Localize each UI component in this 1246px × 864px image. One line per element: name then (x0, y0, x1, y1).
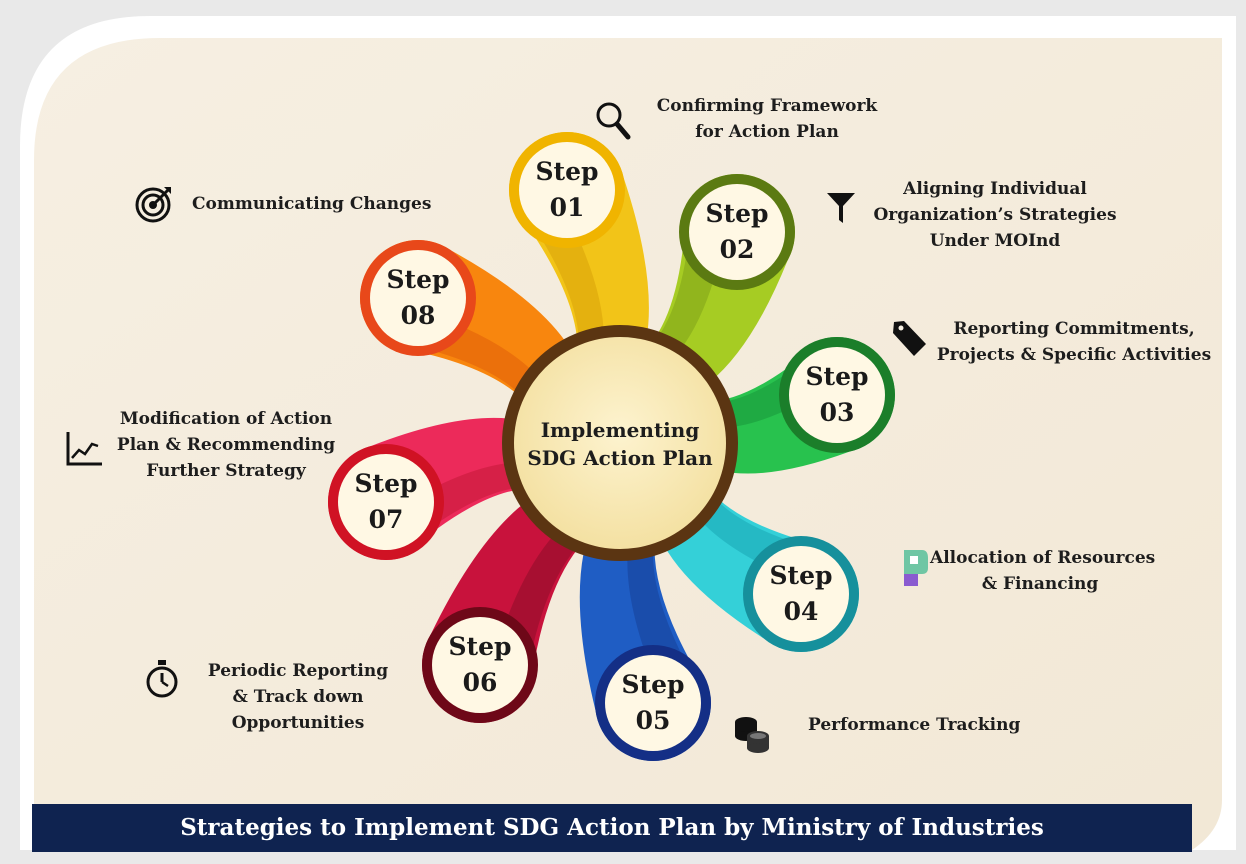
step-number-05: 05 (635, 706, 671, 735)
step-badge-03: Step 03 (787, 359, 887, 431)
step-circle-01 (519, 142, 615, 238)
step-word-07: Step (354, 469, 418, 498)
step-number-01: 01 (549, 193, 585, 222)
step-circle-07 (338, 454, 434, 550)
step-06-label: Periodic Reporting & Track down Opportun… (207, 661, 389, 733)
footer-banner: Strategies to Implement SDG Action Plan … (32, 804, 1192, 852)
step-word-02: Step (705, 199, 769, 228)
step-number-04: 04 (783, 597, 819, 626)
step-circle-02 (689, 184, 785, 280)
step-08-label: Communicating Changes (192, 194, 432, 214)
step-05-label: Performance Tracking (808, 715, 1021, 735)
step-number-02: 02 (719, 235, 755, 264)
step-word-03: Step (805, 362, 869, 391)
step-number-03: 03 (819, 398, 855, 427)
step-badge-08: Step 08 (368, 262, 468, 334)
step-badge-05: Step 05 (603, 667, 703, 739)
step-03-label: Reporting Commitments, Projects & Specif… (936, 319, 1212, 365)
step-badge-04: Step 04 (751, 558, 851, 630)
step-word-06: Step (448, 632, 512, 661)
step-number-07: 07 (368, 505, 404, 534)
center-title: Implementing SDG Action Plan (512, 416, 728, 472)
step-02-label: Aligning Individual Organization’s Strat… (873, 179, 1117, 251)
coins-icon (735, 717, 769, 753)
step-word-01: Step (535, 157, 599, 186)
step-circle-06 (432, 617, 528, 713)
step-badge-07: Step 07 (336, 466, 436, 538)
step-word-08: Step (386, 265, 450, 294)
step-01-label: Confirming Framework for Action Plan (656, 96, 878, 142)
step-badge-06: Step 06 (430, 629, 530, 701)
step-07-label: Modification of Action Plan & Recommendi… (116, 409, 336, 481)
step-word-05: Step (621, 670, 685, 699)
step-word-04: Step (769, 561, 833, 590)
step-circles-layer (328, 132, 895, 761)
center-circle (514, 337, 726, 549)
step-circle-04 (753, 546, 849, 642)
step-badge-01: Step 01 (517, 154, 617, 226)
step-circle-03 (789, 347, 885, 443)
step-04-label: Allocation of Resources & Financing (930, 548, 1156, 594)
step-number-08: 08 (400, 301, 436, 330)
target-icon (135, 187, 171, 223)
puzzle-head-icon (904, 550, 928, 586)
step-number-06: 06 (462, 668, 498, 697)
step-circle-05 (605, 655, 701, 751)
tag-icon (893, 321, 926, 356)
line-chart-icon (66, 432, 102, 466)
step-circle-08 (370, 250, 466, 346)
stopwatch-icon (146, 660, 178, 698)
magnifier-icon (596, 102, 631, 140)
center-title-line1: Implementing (540, 418, 700, 442)
center-title-line2: SDG Action Plan (527, 446, 713, 470)
step-badge-02: Step 02 (687, 196, 787, 268)
funnel-icon (827, 193, 855, 223)
